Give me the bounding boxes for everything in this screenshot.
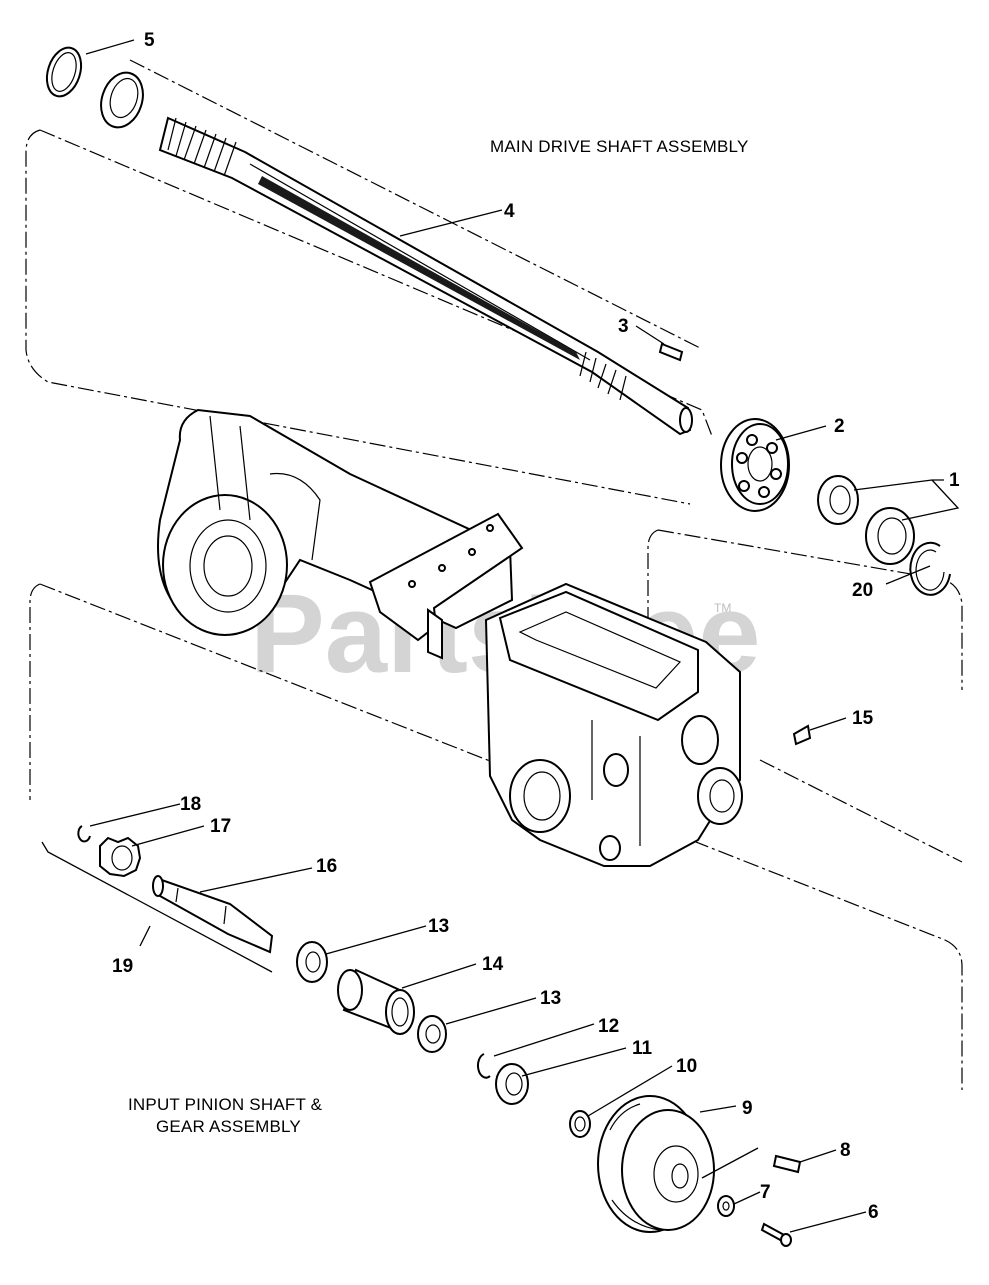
callout-2: 2 [834, 416, 845, 437]
part-snap-ring-20 [909, 541, 951, 596]
part-retaining-ring-18 [77, 825, 91, 843]
part-gear-2 [720, 418, 790, 512]
callout-labels: 5 4 3 2 1 20 15 18 17 16 19 13 14 13 12 … [112, 30, 960, 1223]
watermark-trademark: TM [714, 601, 731, 615]
part-axle-tube-housing [157, 408, 524, 660]
part-bushing-14 [337, 968, 415, 1035]
part-pinion-gear-17 [99, 836, 142, 878]
assembly-boundaries [25, 59, 963, 1090]
callout-3: 3 [618, 316, 629, 337]
input-pinion-title-line1: INPUT PINION SHAFT & [128, 1095, 323, 1114]
part-main-drive-shaft-4 [158, 116, 693, 436]
part-washer-13b [417, 1015, 447, 1053]
part-washer-7 [717, 1195, 735, 1217]
callout-6: 6 [868, 1202, 879, 1223]
part-set-screw-15 [792, 724, 812, 746]
callout-20: 20 [852, 580, 873, 601]
part-pin-3 [658, 342, 684, 362]
part-bearing-11 [495, 1063, 529, 1105]
callout-8: 8 [840, 1140, 851, 1161]
part-bearing-1 [817, 475, 915, 565]
callout-4: 4 [504, 201, 515, 222]
callout-7: 7 [760, 1182, 771, 1203]
part-retaining-ring-12 [476, 1053, 491, 1079]
part-washer-13a [296, 941, 328, 983]
callout-17: 17 [210, 816, 231, 837]
part-snap-ring-5 [45, 46, 83, 98]
part-gear-case [484, 582, 743, 867]
callout-13a: 13 [428, 916, 449, 937]
leader-lines [41, 39, 960, 1233]
callout-16: 16 [316, 856, 337, 877]
part-bearing-cup [100, 71, 144, 129]
callout-18: 18 [180, 794, 201, 815]
callout-19: 19 [112, 956, 133, 977]
callout-12: 12 [598, 1016, 619, 1037]
callout-5: 5 [144, 30, 155, 51]
callout-13b: 13 [540, 988, 561, 1009]
callout-15: 15 [852, 708, 874, 729]
callout-14: 14 [482, 954, 504, 975]
callout-10: 10 [676, 1056, 697, 1077]
part-bolt-6 [760, 1222, 792, 1247]
part-pulley-9 [597, 1095, 715, 1233]
part-pinion-shaft-16 [152, 875, 274, 954]
callout-1: 1 [949, 470, 960, 491]
part-washer-10 [569, 1110, 591, 1138]
callout-9: 9 [742, 1098, 753, 1119]
callout-11: 11 [632, 1038, 653, 1059]
input-pinion-title-line2: GEAR ASSEMBLY [156, 1117, 301, 1136]
part-key-8 [772, 1154, 802, 1174]
main-drive-shaft-assembly-title: MAIN DRIVE SHAFT ASSEMBLY [490, 137, 749, 156]
